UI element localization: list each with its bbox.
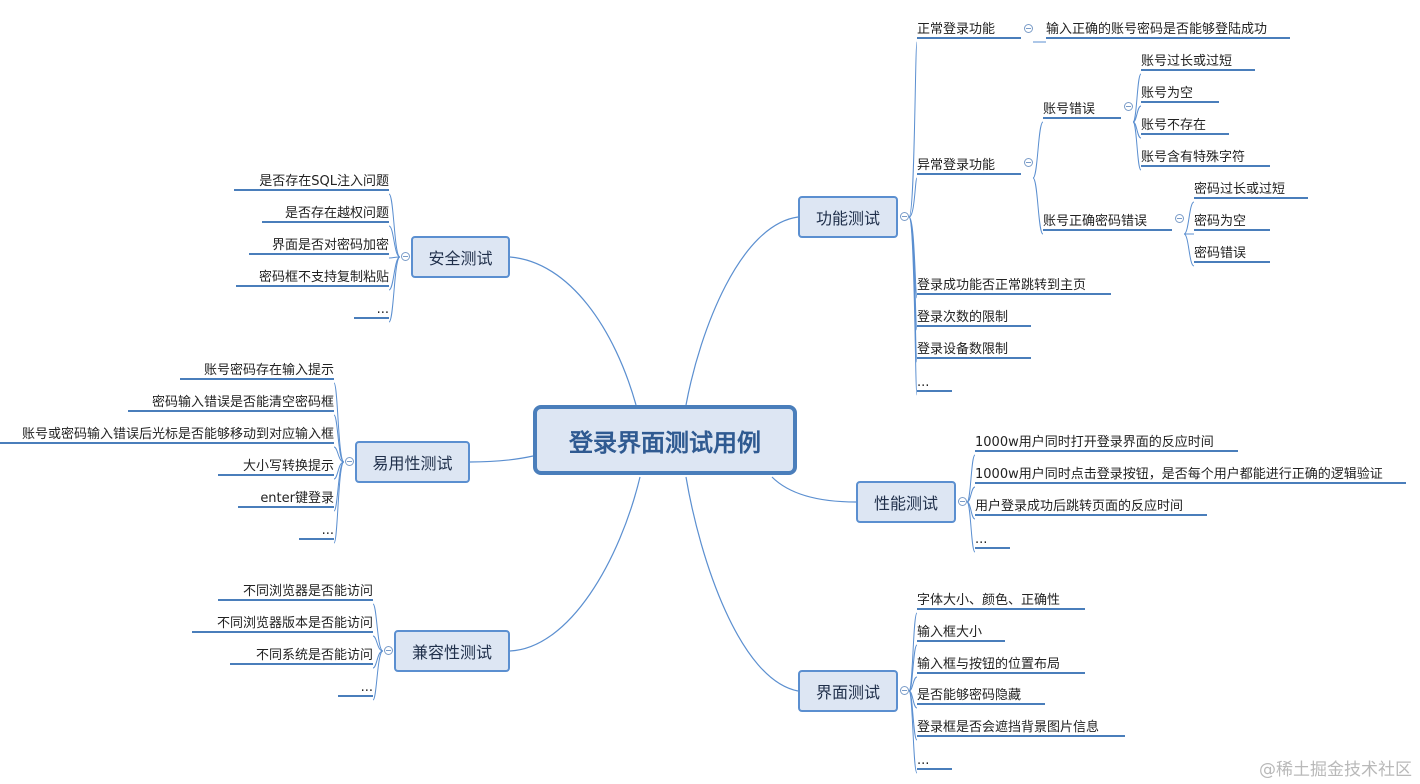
connector-line [469,455,534,463]
leaf-usability-5[interactable]: enter键登录 [238,490,334,508]
connector-line [908,644,918,692]
branch-compatibility-testing[interactable]: 兼容性测试 [394,630,510,672]
connector-line [1132,121,1142,171]
connector-line [388,225,401,258]
branch-usability-testing[interactable]: 易用性测试 [355,441,470,483]
leaf-ui-1[interactable]: 字体大小、颜色、正确性 [917,592,1085,610]
leaf-compatibility-4[interactable]: ... [338,679,373,697]
collapse-toggle-icon[interactable] [900,686,909,695]
connector-line [1132,73,1142,123]
root-topic[interactable]: 登录界面测试用例 [533,405,797,475]
leaf-performance-1[interactable]: 1000w用户同时打开登录界面的反应时间 [975,434,1238,452]
leaf-ui-5[interactable]: 登录框是否会遮挡背景图片信息 [917,719,1125,737]
connector-line [333,446,345,463]
branch-security-testing[interactable]: 安全测试 [411,236,510,278]
leaf-account-error-2[interactable]: 账号为空 [1141,85,1219,103]
connector-line [388,193,401,258]
collapse-toggle-icon[interactable] [401,252,410,261]
collapse-toggle-icon[interactable] [345,457,354,466]
leaf-ui-4[interactable]: 是否能够密码隐藏 [917,687,1045,705]
connector-line [1032,121,1044,179]
connector-line [908,216,918,396]
collapse-toggle-icon[interactable] [1124,102,1133,111]
leaf-security-3[interactable]: 界面是否对密码加密 [249,237,389,255]
topic-abnormal-login[interactable]: 异常登录功能 [917,157,1021,175]
connector-line [372,650,384,701]
leaf-normal-login-1[interactable]: 输入正确的账号密码是否能够登陆成功 [1046,21,1290,39]
connector-line [372,635,384,652]
connector-line [966,501,976,553]
leaf-compatibility-2[interactable]: 不同浏览器版本是否能访问 [192,615,373,633]
connector-line [908,41,918,218]
leaf-performance-3[interactable]: 用户登录成功后跳转页面的反应时间 [975,498,1207,516]
connector-line [1183,233,1195,267]
leaf-performance-4[interactable]: ... [975,531,1010,549]
connector-line [1032,177,1044,235]
branch-performance-testing[interactable]: 性能测试 [856,481,956,523]
leaf-password-error-1[interactable]: 密码过长或过短 [1194,181,1308,199]
leaf-usability-3[interactable]: 账号或密码输入错误后光标是否能够移动到对应输入框 [0,426,334,444]
leaf-usability-4[interactable]: 大小写转换提示 [218,458,334,476]
connector-line [908,676,918,692]
connector-line [333,461,345,544]
connector-line [1183,201,1195,235]
connector-line [685,216,799,406]
leaf-usability-1[interactable]: 账号密码存在输入提示 [180,362,334,380]
branch-ui-testing[interactable]: 界面测试 [798,670,898,712]
collapse-toggle-icon[interactable] [958,497,967,506]
connector-line [908,177,918,218]
leaf-compatibility-1[interactable]: 不同浏览器是否能访问 [218,583,373,601]
leaf-usability-2[interactable]: 密码输入错误是否能清空密码框 [128,394,334,412]
leaf-functional-3[interactable]: 登录设备数限制 [917,341,1031,359]
connector-line [388,256,401,323]
leaf-account-error-3[interactable]: 账号不存在 [1141,117,1229,135]
connector-line [509,476,641,652]
connector-line [771,476,857,503]
connector-line [333,414,345,463]
leaf-compatibility-3[interactable]: 不同系统是否能访问 [230,647,373,665]
leaf-account-error-1[interactable]: 账号过长或过短 [1141,53,1255,71]
collapse-toggle-icon[interactable] [1024,24,1033,33]
branch-functional-testing[interactable]: 功能测试 [798,196,898,238]
collapse-toggle-icon[interactable] [1024,158,1033,167]
leaf-password-error-2[interactable]: 密码为空 [1194,213,1270,231]
topic-account-error[interactable]: 账号错误 [1043,101,1121,119]
leaf-ui-6[interactable]: ... [917,752,952,770]
leaf-functional-4[interactable]: ... [917,374,952,392]
connector-line [966,454,976,503]
leaf-security-5[interactable]: ... [354,301,389,319]
leaf-security-4[interactable]: 密码框不支持复制粘贴 [236,269,389,287]
watermark: @稀土掘金技术社区 [1259,760,1412,780]
collapse-toggle-icon[interactable] [384,646,393,655]
leaf-performance-2[interactable]: 1000w用户同时点击登录按钮，是否每个用户都能进行正确的逻辑验证 [975,466,1406,484]
leaf-security-1[interactable]: 是否存在SQL注入问题 [234,173,389,191]
leaf-account-error-4[interactable]: 账号含有特殊字符 [1141,149,1270,167]
leaf-functional-2[interactable]: 登录次数的限制 [917,309,1031,327]
leaf-password-error-3[interactable]: 密码错误 [1194,245,1270,263]
leaf-security-2[interactable]: 是否存在越权问题 [262,205,389,223]
connector-line [908,612,918,692]
connector-line [509,256,637,406]
connector-line [333,382,345,463]
connector-line [372,603,384,652]
topic-normal-login[interactable]: 正常登录功能 [917,21,1021,39]
connector-line [1132,105,1142,123]
collapse-toggle-icon[interactable] [900,212,909,221]
leaf-usability-6[interactable]: ... [299,522,334,540]
leaf-ui-2[interactable]: 输入框大小 [917,624,1005,642]
collapse-toggle-icon[interactable] [1175,214,1184,223]
leaf-ui-3[interactable]: 输入框与按钮的位置布局 [917,656,1085,674]
connector-line [685,476,799,692]
connector-line [908,690,918,774]
topic-password-error[interactable]: 账号正确密码错误 [1043,213,1172,231]
leaf-functional-1[interactable]: 登录成功能否正常跳转到主页 [917,277,1111,295]
connector-line [966,486,976,503]
